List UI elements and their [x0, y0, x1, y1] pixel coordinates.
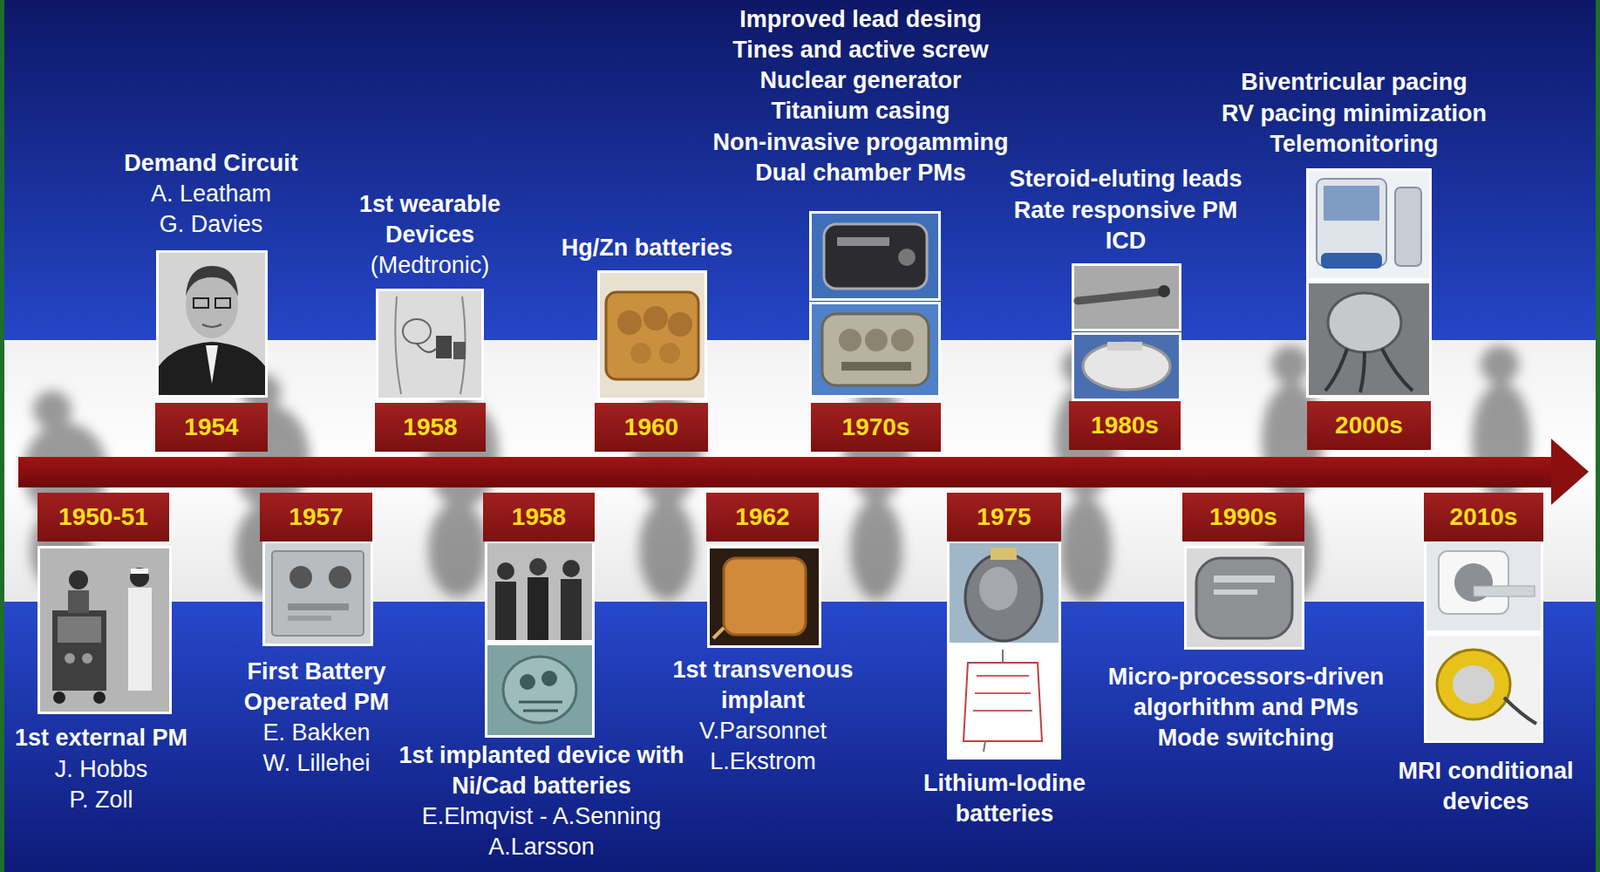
year-label: 1958 [402, 413, 457, 442]
milestone-text: Lithium-Iodine batteries [904, 768, 1105, 830]
inventor-name: V.Parsonnet [699, 715, 827, 747]
hg-zn-battery-device-photo [597, 270, 708, 401]
inventor-name: J. Hobbs [54, 754, 149, 785]
milestone-text: 1st wearable Devices [333, 189, 526, 251]
year-label: 1980s [1090, 411, 1159, 440]
year-label: 1960 [624, 413, 679, 442]
year-box: 1954 [155, 402, 268, 452]
milestone-text: Hg/Zn batteries [561, 232, 734, 264]
milestone-text: Improved lead desing [739, 4, 982, 35]
pioneers-photo [484, 540, 595, 643]
mri-scanner-photo [1423, 540, 1544, 634]
portrait-photo [156, 250, 268, 398]
milestone-text: Biventricular pacing [1240, 67, 1468, 98]
milestone-text: Nuclear generator [759, 65, 961, 96]
milestone-text: 1st implanted device with Ni/Cad batteri… [397, 740, 686, 802]
milestone-text: Tines and active screw [732, 34, 989, 66]
year-box: 2000s [1307, 401, 1431, 450]
year-label: 1950-51 [58, 503, 149, 532]
lithium-cell-sketch [946, 645, 1062, 760]
inventor-name: E. Bakken [262, 717, 370, 749]
milestone-text: Titanium casing [770, 95, 950, 127]
telemonitoring-photo [1306, 168, 1432, 281]
milestone-text: ICD [1105, 225, 1147, 257]
battery-pm-photo [262, 540, 374, 647]
milestone-text: 1st external PM [14, 722, 188, 754]
milestone-text: Mode switching [1157, 722, 1335, 754]
year-label: 2010s [1450, 503, 1519, 532]
year-box: 1970s [810, 402, 941, 452]
year-label: 1990s [1209, 503, 1278, 532]
biventricular-pm-photo [1306, 280, 1432, 398]
year-label: 1962 [735, 503, 790, 532]
year-label: 1975 [976, 503, 1031, 532]
milestone-text: 1st transvenous implant [653, 654, 872, 716]
inventor-name: E.Elmqvist - A.Senning [422, 801, 662, 832]
year-box: 1957 [259, 492, 373, 542]
year-label: 1970s [842, 413, 911, 442]
year-box: 1962 [706, 492, 819, 542]
inventor-name: (Medtronic) [370, 250, 491, 281]
year-box: 1958 [374, 402, 486, 452]
microprocessor-pm-photo [1184, 545, 1305, 650]
milestone-text: Steroid-eluting leads [1008, 163, 1242, 195]
dual-chamber-pm-photo [809, 301, 941, 398]
year-box: 1958 [483, 492, 595, 542]
milestone-text: RV pacing minimization [1221, 98, 1487, 130]
nuclear-pm-photo [809, 211, 941, 301]
milestone-text: MRI conditional devices [1376, 755, 1595, 818]
transvenous-device-photo [707, 545, 822, 648]
milestone-text: First Battery Operated PM [211, 656, 422, 718]
wearable-device-sketch [375, 288, 484, 401]
year-label: 1958 [511, 503, 566, 532]
inventor-name: P. Zoll [68, 784, 133, 816]
milestone-text: Demand Circuit [123, 148, 299, 179]
lithium-pm-photo [946, 540, 1062, 646]
inventor-name: A. Leatham [150, 178, 272, 210]
year-box: 1990s [1182, 492, 1305, 542]
milestone-text: Telemonitoring [1270, 129, 1439, 160]
milestone-text: Rate responsive PM [1014, 195, 1239, 226]
year-box: 1975 [946, 492, 1062, 542]
ni-cad-implant-photo [484, 642, 595, 738]
steroid-lead-photo [1071, 263, 1182, 332]
inventor-name: A.Larsson [488, 831, 595, 863]
year-label: 2000s [1334, 411, 1403, 440]
external-pm-photo [37, 545, 172, 715]
milestone-text: Non-invasive progamming [712, 127, 1008, 158]
inventor-name: L.Ekstrom [709, 746, 817, 777]
milestone-text: Dual chamber PMs [755, 157, 967, 189]
inventor-name: W. Lillehei [262, 748, 370, 779]
mri-conditional-pm-photo [1423, 633, 1544, 743]
year-label: 1954 [183, 413, 239, 442]
year-box: 2010s [1423, 492, 1544, 542]
rate-responsive-pm-photo [1071, 332, 1182, 402]
year-box: 1960 [594, 402, 709, 452]
year-box: 1980s [1068, 401, 1181, 450]
inventor-name: G. Davies [159, 209, 264, 240]
year-box: 1950-51 [37, 492, 170, 542]
milestone-text: Micro-processors-driven algorhithm and P… [1084, 661, 1408, 723]
year-label: 1957 [288, 503, 343, 532]
